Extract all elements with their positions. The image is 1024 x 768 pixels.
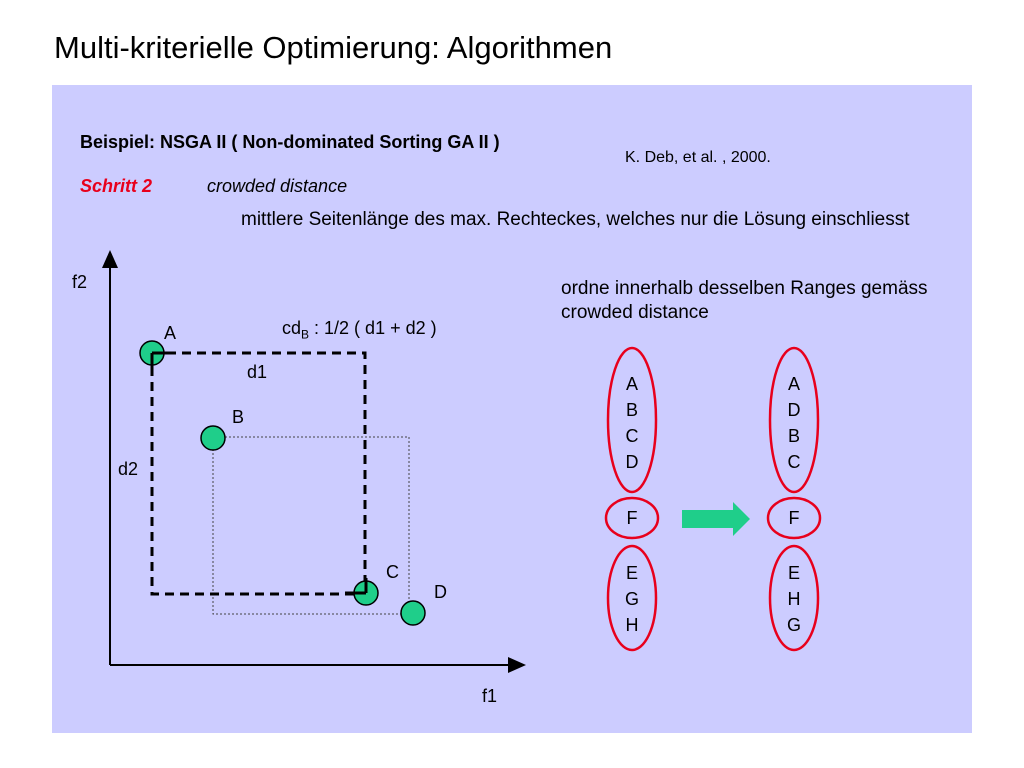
point-c-label: C xyxy=(386,562,399,582)
oval-after-group1 xyxy=(768,346,820,494)
crowding-rectangle xyxy=(150,351,367,596)
step-description: mittlere Seitenlänge des max. Rechteckes… xyxy=(241,209,910,230)
before-group2: F xyxy=(626,508,638,528)
before-group3: E G H xyxy=(624,563,639,635)
slide-title: Multi-kriterielle Optimierung: Algorithm… xyxy=(54,30,613,65)
crowding-formula: cdB : 1/2 ( d1 + d2 ) xyxy=(282,318,437,342)
distance-d2-label: d2 xyxy=(118,459,139,479)
arrow-right-icon xyxy=(682,502,750,536)
after-group3: E H G xyxy=(786,563,801,635)
step-topic: crowded distance xyxy=(207,176,348,196)
example-heading: Beispiel: NSGA II ( Non-dominated Sortin… xyxy=(80,132,500,152)
oval-after-group2 xyxy=(766,496,822,540)
point-a-label: A xyxy=(164,323,177,343)
step-label: Schritt 2 xyxy=(80,176,153,196)
oval-after-group3 xyxy=(768,544,820,652)
oval-before-group2 xyxy=(604,496,660,540)
point-b xyxy=(200,425,226,451)
distance-d1-label: d1 xyxy=(247,362,268,382)
point-d-label: D xyxy=(434,582,447,602)
x-axis-label: f1 xyxy=(482,686,498,706)
ranking-note: ordne innerhalb desselben Ranges gemäss … xyxy=(561,278,928,323)
oval-before-group3 xyxy=(606,544,658,652)
oval-before-group1 xyxy=(606,346,658,494)
y-axis-label: f2 xyxy=(72,272,88,292)
dotted-rectangle xyxy=(212,436,410,615)
before-group1: A B C D xyxy=(625,374,639,472)
after-group2: F xyxy=(788,508,800,528)
point-d xyxy=(400,600,426,626)
after-group1: A D B C xyxy=(787,374,801,472)
point-b-label: B xyxy=(232,407,245,427)
reference-citation: K. Deb, et al. , 2000. xyxy=(625,149,771,166)
